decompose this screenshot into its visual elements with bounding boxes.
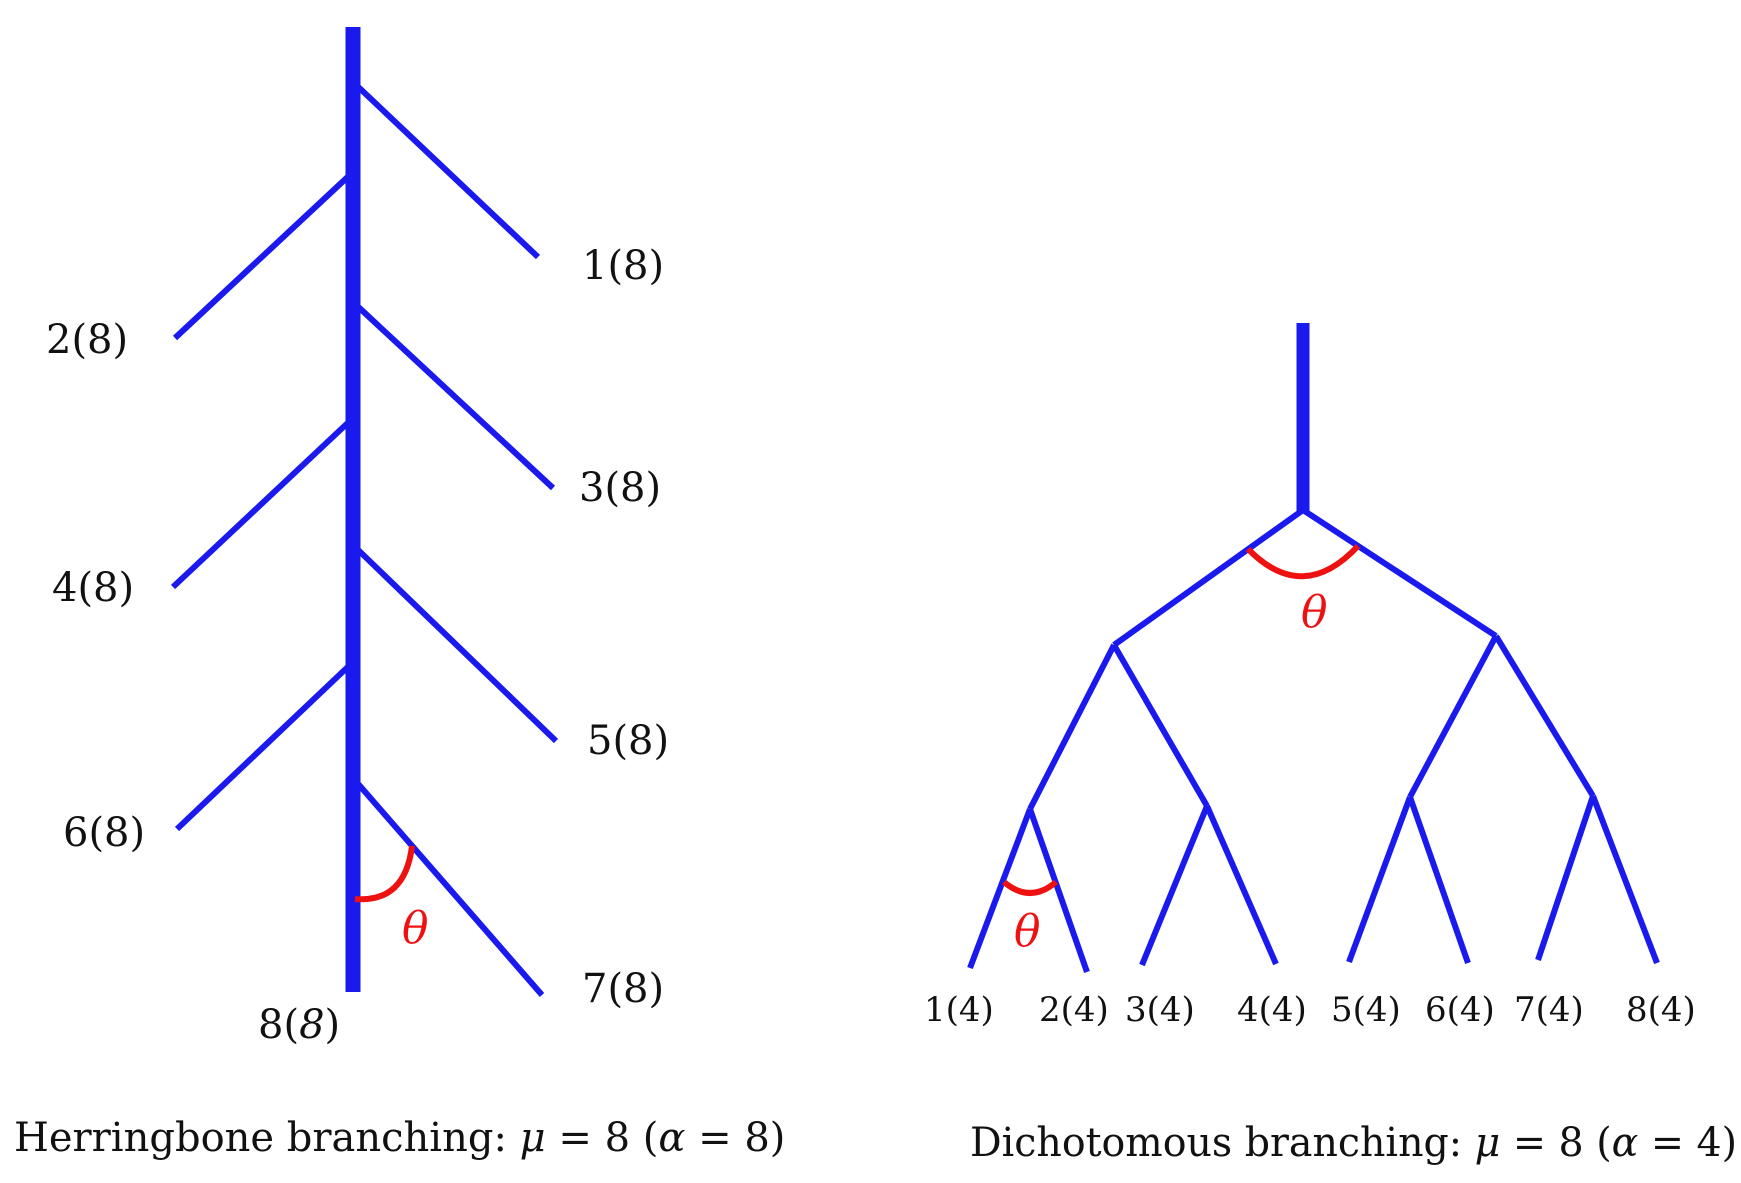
leaf-label: 7(8): [582, 966, 664, 1012]
herringbone-theta: θ: [402, 903, 429, 954]
branch-level-1: [1301, 507, 1498, 639]
branch-leaf: [1407, 796, 1471, 964]
leaf-label: 3(4): [1125, 990, 1195, 1030]
branch-leaf: [967, 807, 1033, 970]
leaf-label: 4(8): [52, 565, 134, 611]
leaf-label: 4(4): [1237, 990, 1307, 1030]
branch-5: [350, 542, 559, 744]
dichotomous-leaf-angle-arc: [1002, 879, 1058, 896]
branch-leaf: [1535, 795, 1596, 961]
branch-1: [350, 79, 541, 260]
dichotomous-caption: Dichotomous branching: μ = 8 (α = 4): [970, 1120, 1737, 1166]
leaf-label: 5(4): [1331, 990, 1401, 1030]
herringbone-caption: Herringbone branching: μ = 8 (α = 8): [14, 1115, 785, 1161]
dichotomous-labels: 1(4) 2(4) 3(4) 4(4) 5(4) 6(4) 7(4) 8(4): [924, 990, 1696, 1030]
branch-level-2: [1111, 643, 1210, 808]
branch-level-2: [1407, 634, 1499, 799]
branch-2: [172, 169, 356, 341]
trunk-label: 8(8): [258, 1002, 340, 1048]
leaf-label: 1(8): [582, 243, 664, 289]
dichotomous-tree: [967, 323, 1660, 973]
leaf-label: 1(4): [924, 990, 994, 1030]
branch-6: [174, 659, 356, 832]
branch-leaf: [1346, 795, 1413, 964]
branch-level-2: [1027, 643, 1117, 811]
leaf-label: 6(4): [1425, 990, 1495, 1030]
herringbone-angle-arc: [354, 845, 415, 903]
leaf-label: 2(8): [46, 317, 128, 363]
branch-leaf: [1204, 804, 1279, 966]
branch-leaf: [1590, 794, 1660, 965]
branch-leaf: [1139, 804, 1210, 967]
branch-leaf: [1027, 808, 1090, 973]
dichotomous-top-angle-arc: [1245, 543, 1361, 580]
leaf-label: 6(8): [63, 810, 145, 856]
herringbone-tree: [170, 27, 559, 997]
leaf-label: 3(8): [579, 465, 661, 511]
herringbone-labels: 1(8) 2(8) 3(8) 4(8) 5(8) 6(8) 7(8) 8(8): [46, 243, 669, 1048]
branch-level-2: [1493, 634, 1596, 798]
dichotomous-top-theta: θ: [1301, 587, 1328, 638]
leaf-label: 5(8): [587, 718, 669, 764]
branch-level-1: [1112, 507, 1305, 648]
branch-7: [350, 776, 545, 997]
leaf-label: 2(4): [1039, 990, 1109, 1030]
leaf-label: 8(4): [1626, 990, 1696, 1030]
leaf-label: 7(4): [1514, 990, 1584, 1030]
branch-3: [350, 299, 556, 491]
dichotomous-leaf-theta: θ: [1014, 906, 1041, 957]
branch-4: [170, 415, 356, 590]
